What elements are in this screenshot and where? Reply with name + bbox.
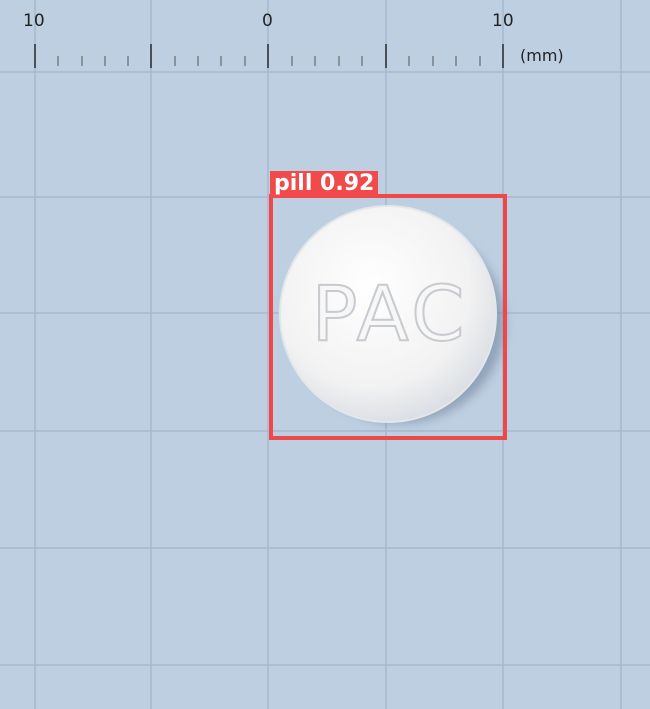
mm-ruler — [34, 44, 504, 68]
detection-box — [269, 194, 507, 440]
pill-imprint: PAC — [312, 269, 469, 358]
mm-ruler-minor-ticks — [57, 56, 481, 66]
ruler-unit-label: (mm) — [520, 46, 564, 65]
ruler-label-right: 10 — [492, 11, 514, 31]
detection-label: pill 0.92 — [270, 171, 379, 197]
ruler-label-left: 10 — [23, 11, 45, 31]
ruler-label-zero: 0 — [262, 11, 273, 31]
pill — [279, 205, 497, 423]
